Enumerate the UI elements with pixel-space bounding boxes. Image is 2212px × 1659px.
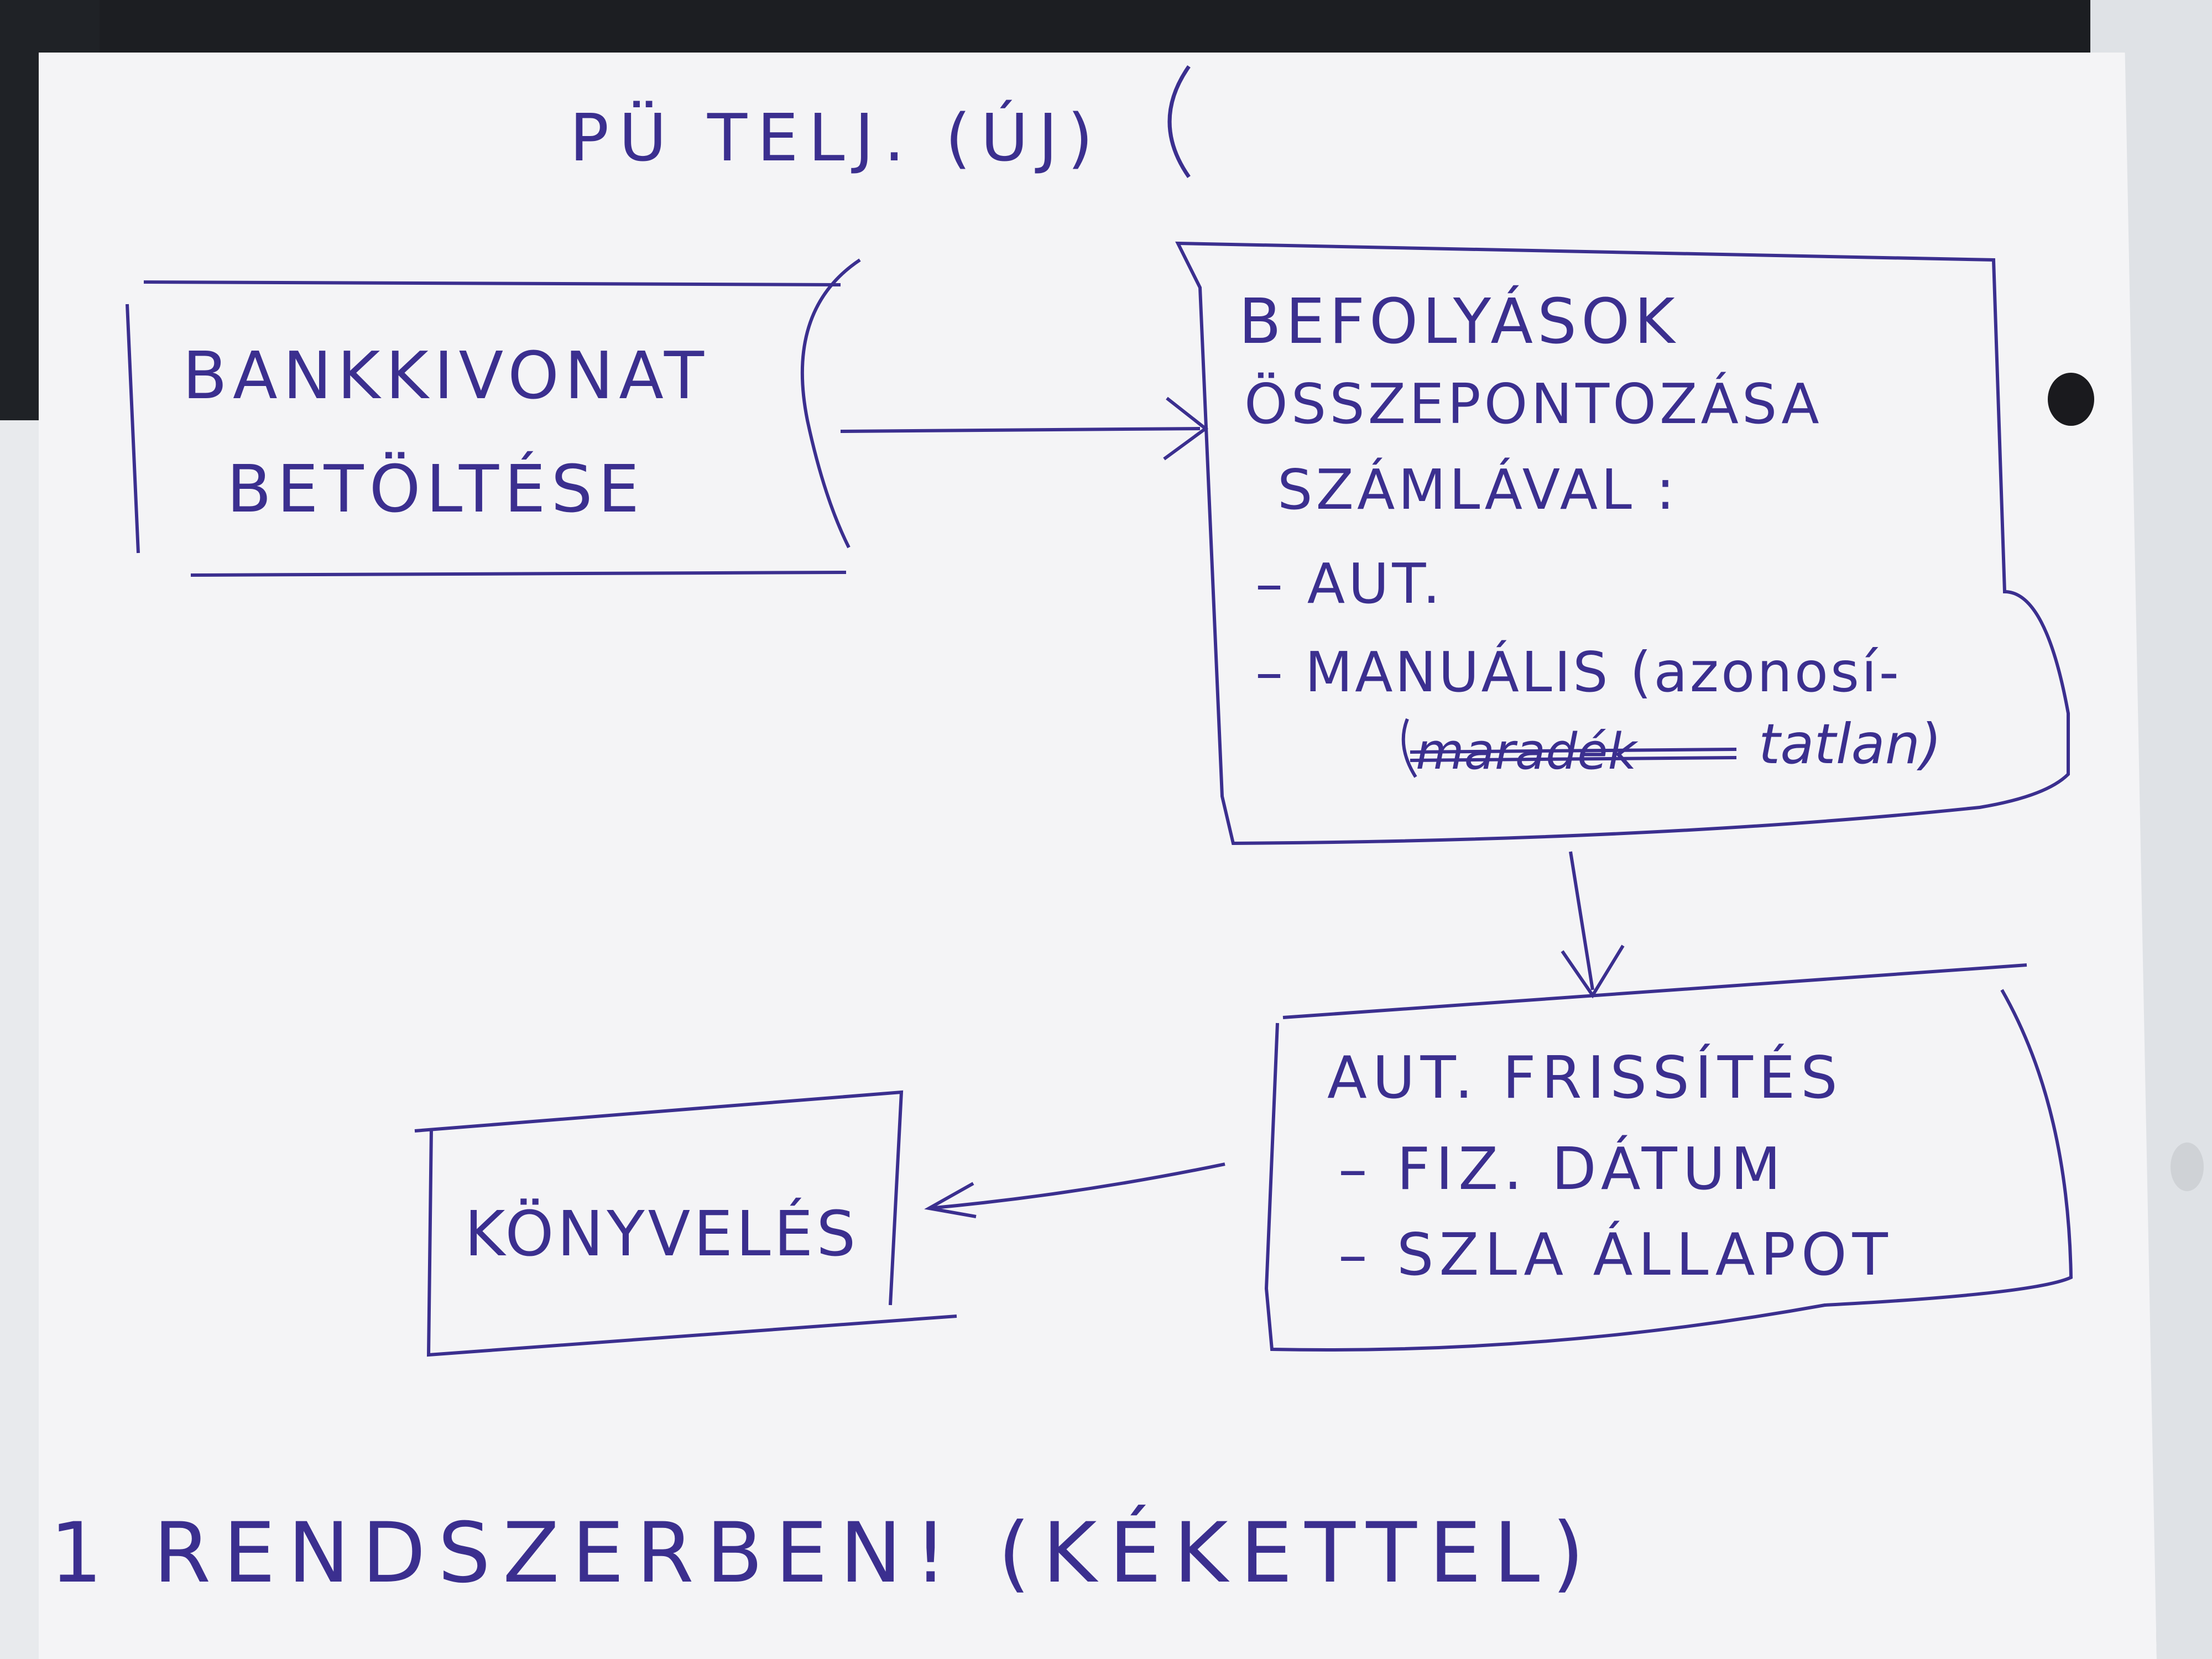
box-refresh-bullet1: – FIZ. DÁTUM [1338,1135,1786,1203]
box-match-bullet2: – MANUÁLIS (azonosí- [1255,640,1901,705]
page-title: PÜ TELJ. (ÚJ) [570,100,1103,176]
box-booking: KÖNYVELÉS [414,1090,957,1357]
box-payment-matching: BEFOLYÁSOK ÖSSZEPONTOZÁSA SZÁMLÁVAL : – … [1175,241,2070,846]
box-match-line3: SZÁMLÁVAL : [1277,457,1678,522]
box-match-line2: ÖSSZEPONTOZÁSA [1244,372,1823,436]
punch-hole-icon [2171,1142,2204,1191]
box-refresh-line1: AUT. FRISSÍTÉS [1327,1044,1843,1112]
punch-hole-icon [2048,373,2094,426]
box-load-line2: BETÖLTÉSE [227,451,645,527]
box-match-line1: BEFOLYÁSOK [1239,285,1679,358]
box-auto-refresh: AUT. FRISSÍTÉS – FIZ. DÁTUM – SZLA ÁLLAP… [1264,963,2073,1352]
box-refresh-bullet2: – SZLA ÁLLAPOT [1338,1220,1893,1288]
box-match-bullet1: – AUT. [1255,551,1443,616]
arrow-match-to-refresh [1561,851,1625,999]
box-load-line1: BANKKIVONAT [182,337,709,414]
box-bank-statement-load: BANKKIVONAT BETÖLTÉSE [126,258,861,577]
background-desk [0,0,2212,61]
paper-sheet [39,53,2157,1659]
box-booking-line1: KÖNYVELÉS [465,1197,859,1270]
box-match-continuation: tatlan) [1759,712,1942,776]
arrow-load-to-match [840,397,1208,461]
arrow-refresh-to-booking [924,1162,1225,1218]
footer-note: 1 RENDSZERBEN! (KÉKETTEL) [50,1505,1597,1601]
